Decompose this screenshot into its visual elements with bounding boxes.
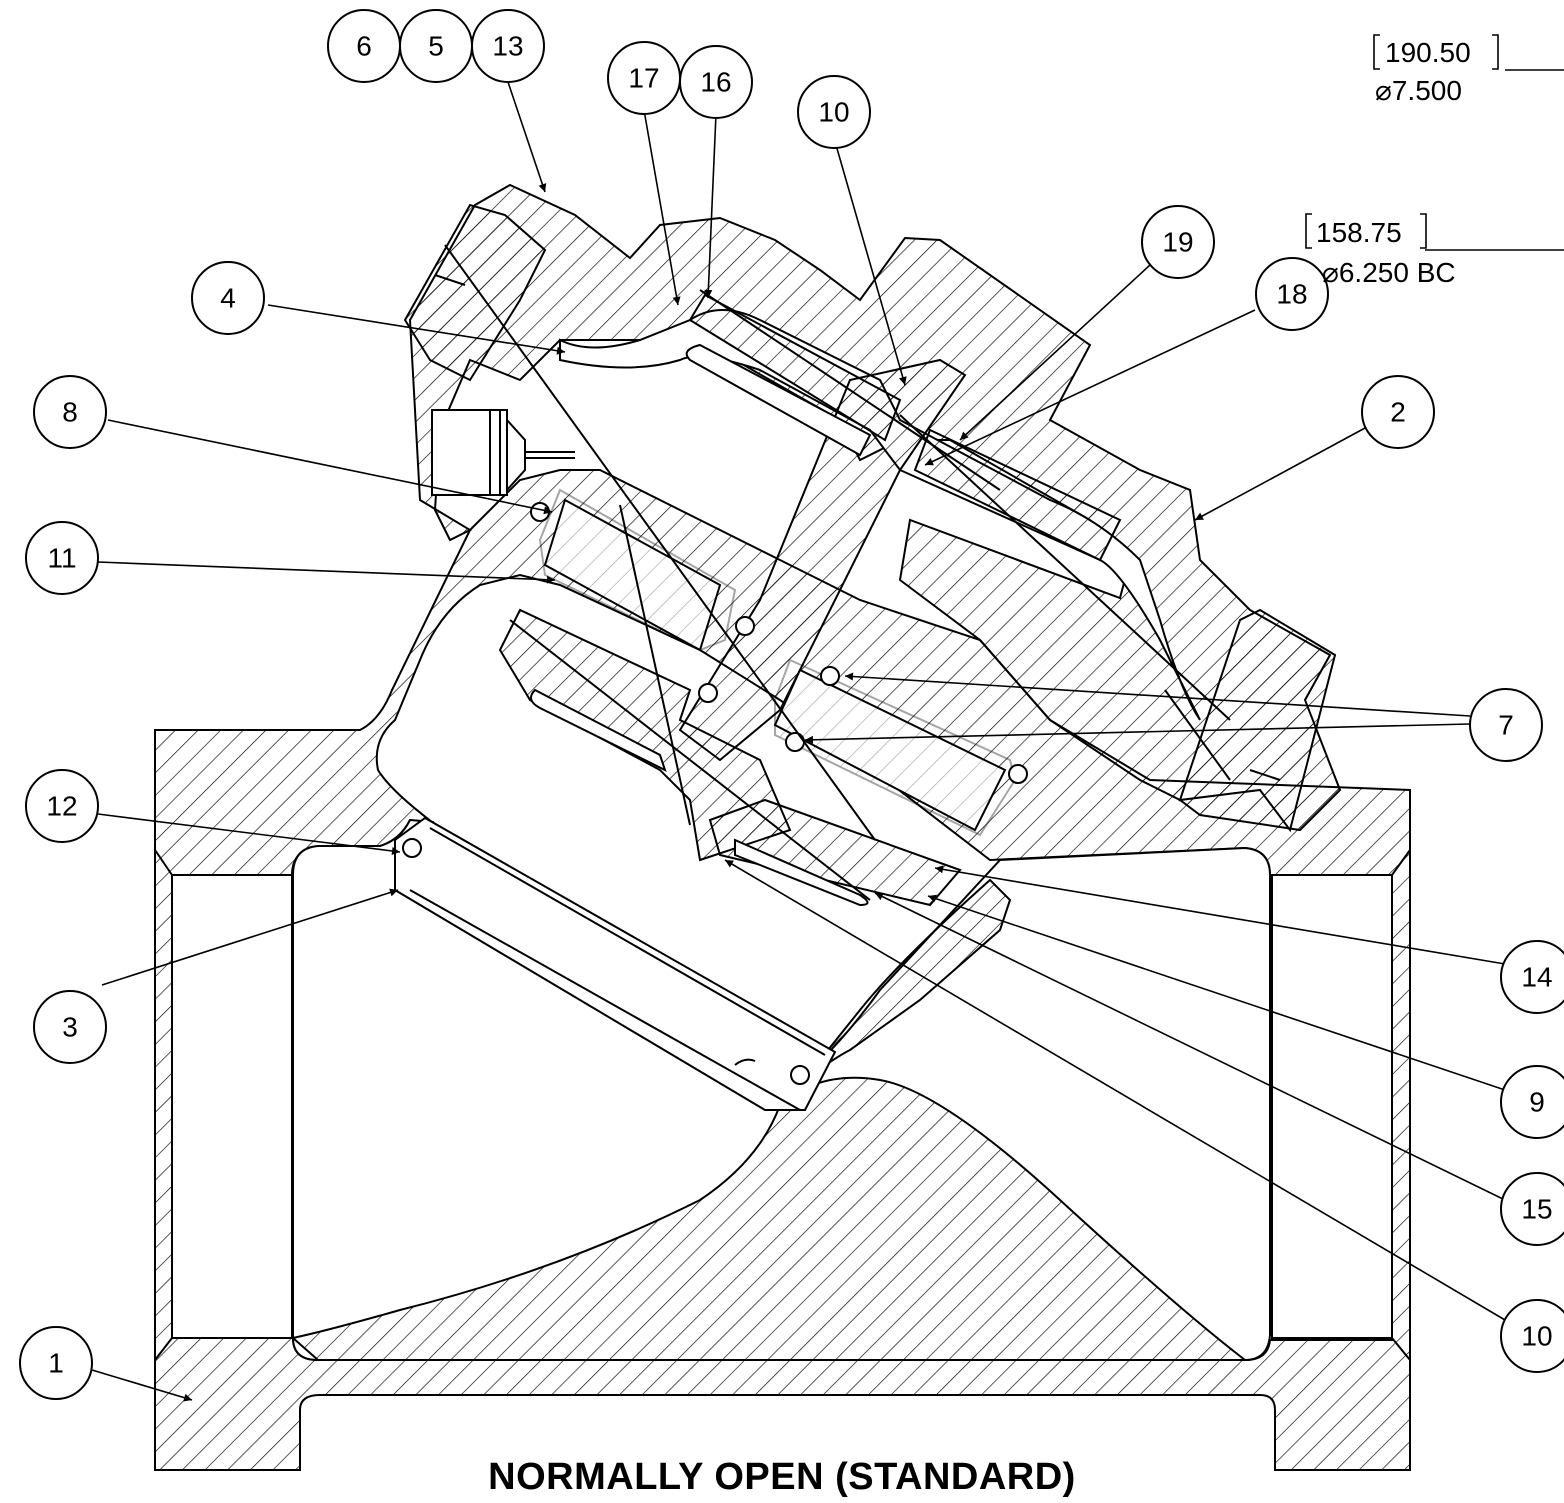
- balloon-label: 17: [628, 63, 659, 94]
- balloon-circle: [33, 375, 107, 449]
- balloon-circle: [1500, 1172, 1564, 1246]
- dimension-190-metric: 190.50: [1385, 37, 1471, 68]
- balloon-17: 17: [607, 41, 681, 115]
- balloon-15: 15: [1500, 1172, 1564, 1246]
- balloon-label: 19: [1162, 227, 1193, 258]
- dimension-190-imperial: ⌀7.500: [1375, 75, 1462, 106]
- balloon-circle: [1141, 205, 1215, 279]
- balloon-callouts: 6 5 13 17 16 10 4 19 18 8 2 11 7 12 14 3 9 15 10 1: [19, 9, 1564, 1400]
- dimension-158-imperial: ⌀6.250 BC: [1322, 257, 1456, 288]
- drawing-caption: NORMALLY OPEN (STANDARD): [488, 1456, 1076, 1498]
- balloon-label: 7: [1498, 710, 1514, 741]
- balloon-label: 3: [62, 1012, 78, 1043]
- balloon-circle: [679, 45, 753, 119]
- balloon-16: 16: [679, 45, 753, 119]
- balloon-circle: [1500, 940, 1564, 1014]
- inlet-port: [171, 874, 293, 1339]
- leader-lines: [91, 69, 1564, 1402]
- balloon-circle: [19, 1326, 93, 1400]
- balloon-circle: [1361, 375, 1435, 449]
- balloon-8: 8: [33, 375, 107, 449]
- balloon-circle: [25, 521, 99, 595]
- balloon-3: 3: [33, 990, 107, 1064]
- outlet-port: [1271, 874, 1393, 1339]
- balloon-6: 6: [327, 9, 401, 83]
- balloon-1: 1: [19, 1326, 93, 1400]
- dimension-158-metric: 158.75: [1316, 217, 1402, 248]
- balloon-label: 16: [700, 67, 731, 98]
- balloon-13: 13: [471, 9, 545, 83]
- balloon-label: 12: [46, 791, 77, 822]
- balloon-label: 18: [1276, 279, 1307, 310]
- balloon-label: 4: [220, 283, 236, 314]
- balloon-9: 9: [1500, 1065, 1564, 1139]
- balloon-18: 18: [1255, 257, 1329, 331]
- balloon-circle: [1500, 1065, 1564, 1139]
- dimension-190: 190.50 ⌀7.500: [1373, 34, 1499, 106]
- balloon-4: 4: [191, 261, 265, 335]
- balloon-2: 2: [1361, 375, 1435, 449]
- balloon-19: 19: [1141, 205, 1215, 279]
- dimension-158: 158.75 ⌀6.250 BC: [1305, 213, 1456, 288]
- balloon-label: 2: [1390, 397, 1406, 428]
- balloon-11: 11: [25, 521, 99, 595]
- balloon-label: 10: [1521, 1321, 1552, 1352]
- balloon-circle: [1500, 1299, 1564, 1373]
- balloon-10: 10: [797, 75, 871, 149]
- balloon-label: 8: [62, 397, 78, 428]
- balloon-circle: [1469, 688, 1543, 762]
- balloon-circle: [1255, 257, 1329, 331]
- balloon-label: 13: [492, 31, 523, 62]
- balloon-circle: [797, 75, 871, 149]
- balloon-label: 15: [1521, 1194, 1552, 1225]
- balloon-circle: [25, 769, 99, 843]
- balloon-5: 5: [399, 9, 473, 83]
- balloon-circle: [471, 9, 545, 83]
- balloon-label: 11: [47, 543, 76, 574]
- stem-assembly: [444, 244, 1231, 907]
- balloon-label: 6: [356, 31, 372, 62]
- balloon-label: 10: [818, 97, 849, 128]
- balloon-label: 14: [1521, 962, 1552, 993]
- balloon-label: 1: [48, 1348, 64, 1379]
- balloon-14: 14: [1500, 940, 1564, 1014]
- balloon-circle: [33, 990, 107, 1064]
- balloon-label: 9: [1529, 1087, 1545, 1118]
- balloon-10: 10: [1500, 1299, 1564, 1373]
- balloon-7: 7: [1469, 688, 1543, 762]
- balloon-circle: [191, 261, 265, 335]
- balloon-label: 5: [428, 31, 444, 62]
- balloon-12: 12: [25, 769, 99, 843]
